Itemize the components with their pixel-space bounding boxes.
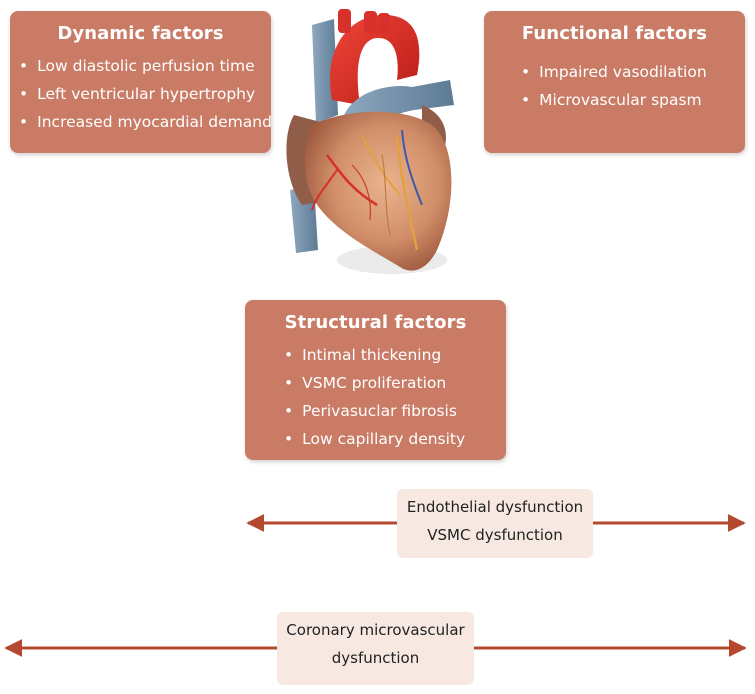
list-item: Increased myocardial demand bbox=[19, 108, 272, 136]
coronary-microvascular-dysfunction-label: Coronary microvascular dysfunction bbox=[277, 612, 474, 685]
endothelial-dysfunction-text: Endothelial dysfunction bbox=[406, 498, 584, 516]
endothelial-dysfunction-label: Endothelial dysfunction VSMC dysfunction bbox=[397, 489, 593, 558]
list-item: VSMC proliferation bbox=[284, 369, 506, 397]
functional-factors-list: Impaired vasodilation Microvascular spas… bbox=[484, 58, 745, 114]
heart-illustration bbox=[286, 9, 454, 274]
coronary-label-line1: Coronary microvascular bbox=[286, 621, 465, 639]
list-item: Microvascular spasm bbox=[521, 86, 745, 114]
coronary-label-line2: dysfunction bbox=[331, 649, 420, 667]
vsmc-dysfunction-text: VSMC dysfunction bbox=[427, 526, 563, 544]
list-item: Low capillary density bbox=[284, 425, 506, 453]
dynamic-factors-box: Dynamic factors Low diastolic perfusion … bbox=[10, 11, 272, 153]
list-item: Low diastolic perfusion time bbox=[19, 52, 271, 80]
functional-factors-title: Functional factors bbox=[521, 23, 708, 44]
structural-factors-list: Intimal thickening VSMC proliferation Pe… bbox=[245, 341, 506, 453]
dynamic-factors-list: Low diastolic perfusion time Left ventri… bbox=[19, 52, 272, 136]
structural-factors-title: Structural factors bbox=[284, 312, 467, 333]
functional-factors-box: Functional factors Impaired vasodilation… bbox=[484, 11, 745, 153]
list-item: Intimal thickening bbox=[284, 341, 506, 369]
list-item: Left ventricular hypertrophy bbox=[19, 80, 271, 108]
dynamic-factors-title: Dynamic factors bbox=[57, 23, 224, 44]
list-item: Impaired vasodilation bbox=[521, 58, 745, 86]
structural-factors-box: Structural factors Intimal thickening VS… bbox=[245, 300, 506, 460]
list-item: Perivasuclar fibrosis bbox=[284, 397, 506, 425]
